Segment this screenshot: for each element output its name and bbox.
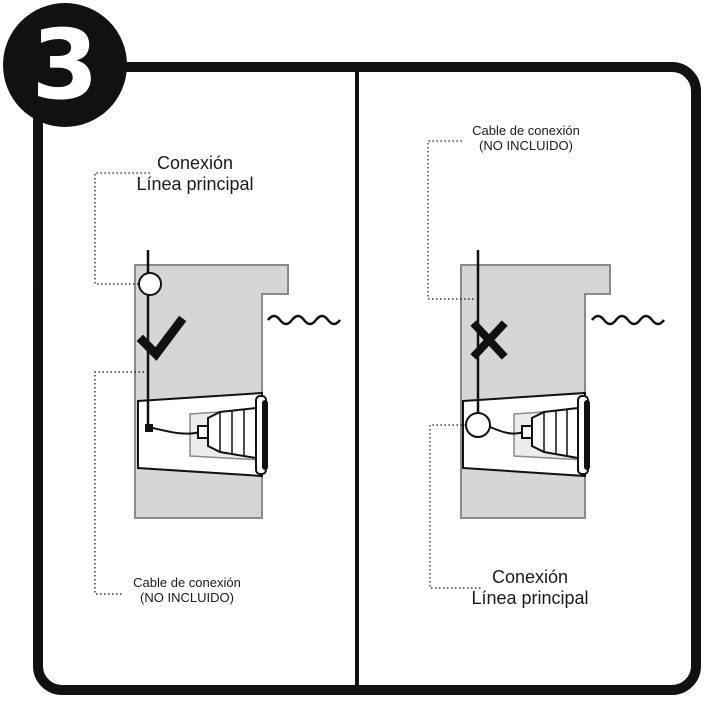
checkmark-icon [136, 315, 187, 361]
left-bottom-label-line1: Cable de conexión [133, 575, 241, 590]
leader-top-right [427, 140, 474, 300]
connection-point-top [138, 272, 162, 296]
left-bottom-label: Cable de conexión (NO INCLUIDO) [122, 575, 252, 606]
step-number: 3 [31, 9, 99, 121]
right-top-label-line1: Cable de conexión [472, 123, 580, 138]
leader-bottom-right [429, 424, 482, 589]
connection-point-bottom [465, 412, 491, 438]
leader-top-left [94, 172, 150, 285]
right-bottom-label-line1: Conexión [491, 567, 569, 587]
leader-bottom-left [94, 371, 148, 595]
right-top-label-line2: (NO INCLUIDO) [479, 137, 573, 153]
water-wave-icon [267, 314, 341, 326]
light-cable [152, 427, 201, 435]
right-panel [427, 140, 665, 589]
left-top-label: Conexión Línea principal [130, 153, 260, 194]
panel-frame [33, 62, 701, 695]
left-top-label-line2: Línea principal [136, 173, 254, 194]
left-bottom-label-line2: (NO INCLUIDO) [140, 589, 234, 605]
step-badge [3, 3, 127, 127]
connection-box [145, 424, 153, 432]
left-top-label-line1: Conexión [156, 153, 234, 173]
cross-icon [470, 320, 508, 360]
right-top-label: Cable de conexión (NO INCLUIDO) [461, 123, 591, 154]
right-bottom-label-line2: Línea principal [471, 587, 589, 608]
pool-light-icon [197, 395, 268, 475]
left-panel [94, 172, 341, 595]
pool-light-icon [521, 395, 590, 475]
water-wave-icon [591, 314, 665, 326]
right-bottom-label: Conexión Línea principal [465, 567, 595, 608]
